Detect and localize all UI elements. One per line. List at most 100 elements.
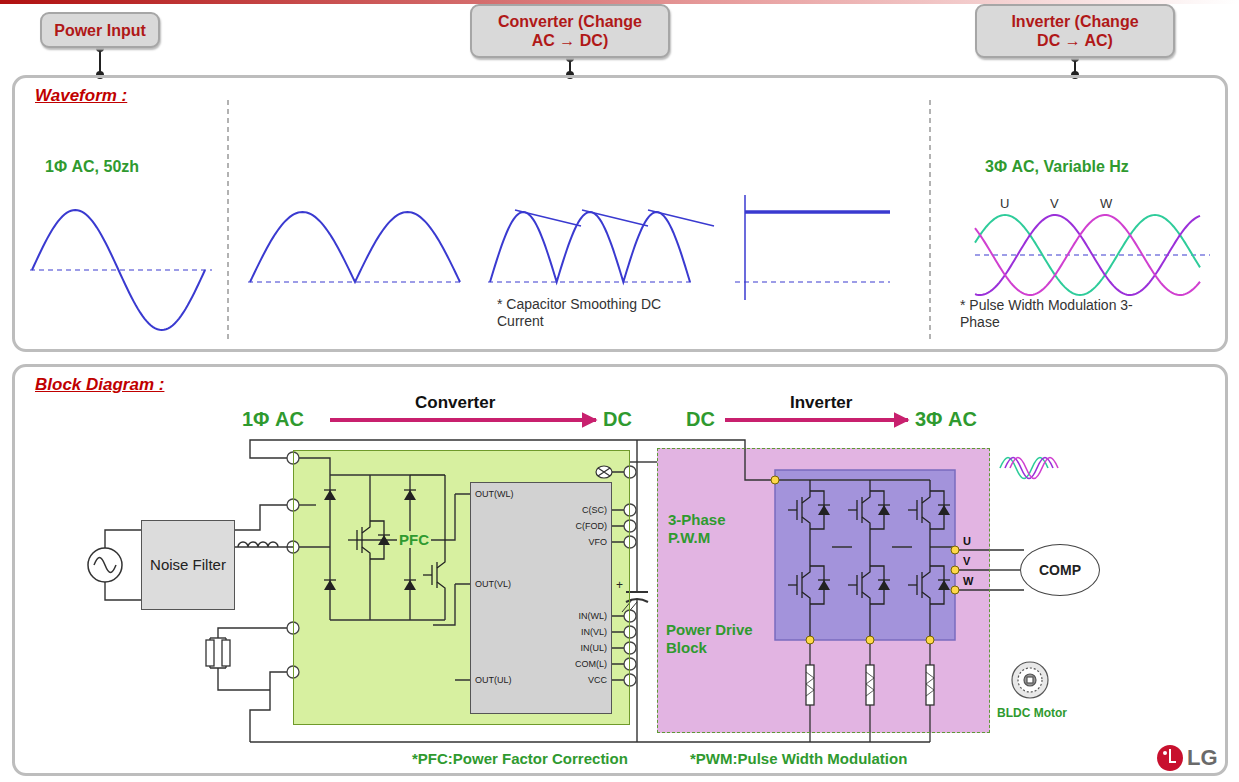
block-fill (293, 448, 990, 733)
symbol-stroke (848, 584, 857, 585)
waveform-curve (490, 212, 690, 282)
symbol-stroke (929, 535, 930, 560)
symbol-stroke (802, 485, 810, 503)
connector (235, 546, 293, 547)
symbol-stroke (929, 610, 930, 636)
waveform-curve (745, 210, 890, 214)
symbol-stroke (809, 535, 810, 560)
symbol-stroke (437, 582, 445, 600)
wire (228, 505, 293, 530)
terminal-dot (806, 636, 814, 644)
note-text: 1Φ AC, 50zh (45, 158, 139, 176)
symbol-stroke (362, 547, 370, 565)
wire (250, 672, 293, 742)
drive-resistor (810, 644, 930, 742)
panel-separator (227, 100, 229, 342)
stage-label: Converter (415, 393, 495, 413)
symbol-stroke (862, 485, 870, 503)
terminal-dot (771, 476, 959, 644)
symbol-stroke (348, 539, 357, 540)
symbol-stroke (802, 517, 810, 535)
diode-symbol (324, 490, 336, 500)
drive-resistor (866, 665, 874, 705)
drive-resistor (806, 644, 934, 742)
symbol-stroke (848, 509, 857, 510)
terminal-dot (771, 476, 779, 484)
signal-label: DC (603, 408, 632, 431)
wire (775, 479, 930, 480)
pin-name: COM(L) (575, 659, 607, 670)
symbol-stroke (362, 515, 370, 533)
connector (990, 569, 1020, 570)
symbol-stroke (869, 480, 870, 485)
resistor-symbol (210, 638, 226, 668)
connector (630, 461, 657, 462)
logo-mark (1170, 749, 1176, 762)
symbol-stroke (921, 497, 922, 523)
diode-symbol (878, 505, 890, 515)
signal-label: 1Φ AC (242, 408, 304, 431)
diode-symbol (378, 535, 390, 545)
pin-name: OUT(VL) (475, 579, 511, 590)
bldc-motor-icon (1018, 668, 1042, 692)
flow-arrow (725, 418, 908, 422)
terminal-pin (624, 626, 636, 638)
note-text: * Pulse Width Modulation 3-Phase (960, 297, 1160, 331)
panel-separator (929, 100, 931, 342)
symbol-stroke (938, 504, 950, 505)
pin-name: VCC (588, 675, 607, 686)
wire (832, 546, 912, 547)
signal-label: DC (686, 408, 715, 431)
diode-symbol (324, 580, 336, 590)
wire (218, 628, 293, 638)
wire (433, 584, 455, 625)
panel-separator (228, 100, 930, 342)
waveform-curve (648, 210, 714, 226)
symbol-stroke (444, 475, 445, 550)
capacitor-symbol (622, 592, 648, 614)
module-label: Power Drive Block (666, 621, 770, 657)
symbol-stroke (908, 509, 917, 510)
inductor-symbol (238, 542, 278, 547)
motor-wave-icon (1010, 458, 1058, 479)
symbol-stroke (908, 584, 917, 585)
symbol-stroke (801, 497, 802, 523)
symbol-stroke (861, 497, 862, 523)
logo-text: LG (1187, 745, 1218, 771)
panel-title: Block Diagram : (35, 375, 164, 395)
symbol-stroke (869, 535, 870, 560)
pin-name: OUT(WL) (475, 489, 514, 500)
semiconductor-symbol (324, 475, 950, 636)
symbol-stroke (404, 489, 416, 490)
pin-name: IN(VL) (581, 627, 607, 638)
note-text: 3Φ AC, Variable Hz (985, 158, 1129, 176)
phase-label: W (962, 575, 974, 587)
diode-symbol (818, 505, 830, 515)
drive-resistor (926, 672, 934, 696)
baseline (30, 269, 212, 270)
symbol-stroke (862, 517, 870, 535)
symbol-stroke (861, 572, 862, 598)
filter-box: Noise Filter (141, 520, 235, 610)
compressor-circle: COMP (1020, 544, 1100, 596)
wire (455, 494, 470, 680)
stage-title: Converter (Change AC → DC) (495, 12, 645, 50)
waveform-curve (32, 210, 205, 330)
drive-resistor (866, 672, 874, 696)
wire (250, 741, 930, 742)
symbol-stroke (423, 574, 432, 575)
symbol-stroke (938, 579, 950, 580)
bldc-motor-icon (1012, 662, 1048, 698)
symbol-stroke (809, 610, 810, 636)
pin-name: VFO (588, 537, 607, 548)
symbol-stroke (862, 560, 870, 578)
drive-resistor (806, 665, 814, 705)
diode-symbol (938, 580, 950, 590)
terminal-dot (951, 546, 959, 554)
connector (99, 48, 101, 75)
footnote: *PWM:Pulse Width Modulation (690, 750, 907, 767)
resistor-symbol (222, 640, 230, 666)
symbol-stroke (410, 474, 445, 475)
